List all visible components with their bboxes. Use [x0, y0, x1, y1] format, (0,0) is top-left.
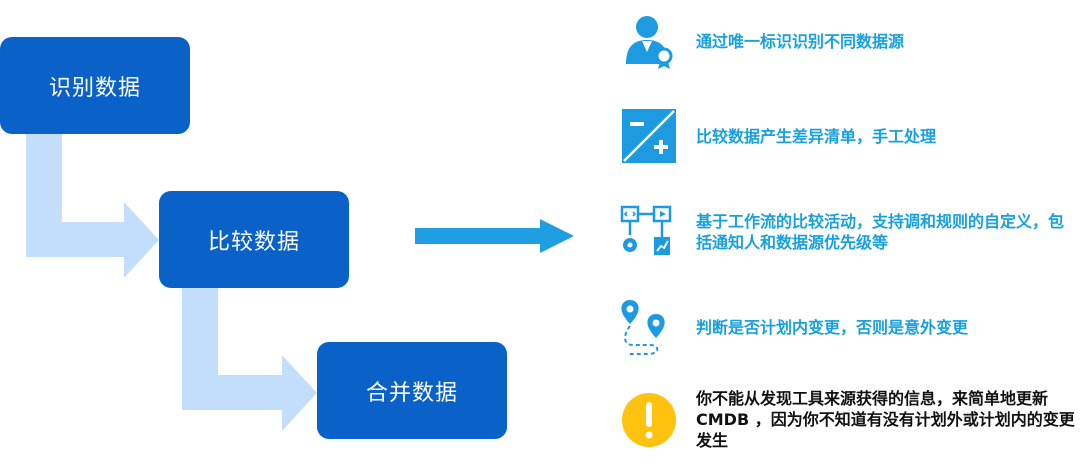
- feature-text: 判断是否计划内变更，否则是意外变更: [696, 317, 969, 337]
- workflow-icon: [620, 205, 672, 255]
- warning-text: 你不能从发现工具来源获得的信息，来简单地更新CMDB ，因为你不知道有没有计划外…: [696, 389, 1075, 450]
- exclamation-warning-icon: [622, 392, 676, 447]
- connector-arrow-1: [26, 133, 159, 278]
- feature-text: 基于工作流的比较活动，支持调和规则的自定义，包括通知人和数据源优先级等: [696, 212, 1065, 252]
- main-arrow: [415, 219, 574, 253]
- step-label: 比较数据: [207, 229, 300, 255]
- feature-item-warning: 你不能从发现工具来源获得的信息，来简单地更新CMDB ，因为你不知道有没有计划外…: [620, 388, 1078, 451]
- connector-arrow-2: [182, 288, 317, 431]
- location-route-icon: [621, 300, 665, 355]
- step-label: 合并数据: [365, 380, 458, 406]
- step-compare-data: 比较数据: [159, 191, 349, 288]
- step-identify-data: 识别数据: [0, 37, 190, 134]
- person-certificate-icon: [626, 16, 673, 69]
- feature-item-planned-change: 判断是否计划内变更，否则是意外变更: [620, 298, 1078, 356]
- feature-item-compare: 比较数据产生差异清单，手工处理: [620, 107, 1078, 165]
- step-merge-data: 合并数据: [317, 342, 507, 439]
- feature-item-identify: 通过唯一标识识别不同数据源: [620, 12, 1078, 70]
- feature-text: 比较数据产生差异清单，手工处理: [696, 126, 937, 146]
- minus-plus-compare-icon: [622, 109, 676, 163]
- feature-text: 通过唯一标识识别不同数据源: [696, 31, 905, 51]
- feature-item-workflow: 基于工作流的比较活动，支持调和规则的自定义，包括通知人和数据源优先级等: [620, 203, 1078, 261]
- step-label: 识别数据: [48, 75, 141, 101]
